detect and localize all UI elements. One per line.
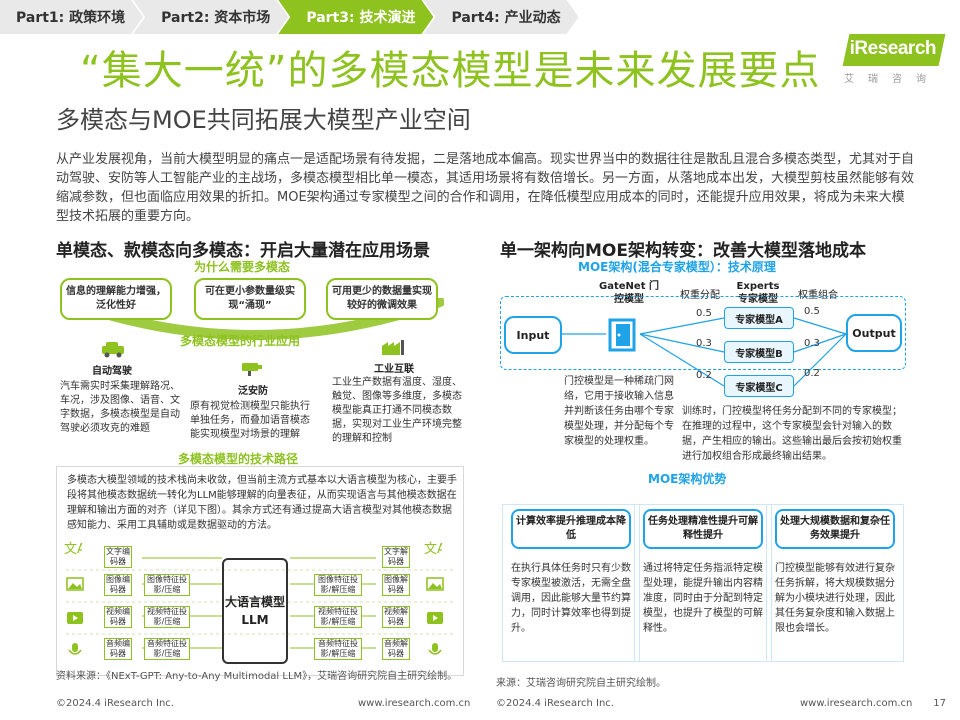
weight-distribution-label: 权重分配 bbox=[680, 290, 720, 301]
text-encoder: 文字编码器 bbox=[104, 546, 132, 568]
footer-url-left[interactable]: www.iresearch.com.cn bbox=[358, 698, 471, 709]
text-modality-icon: 文A bbox=[64, 542, 82, 556]
reason-box-2: 可在更小参数量级实现“涌现” bbox=[194, 278, 306, 320]
nav-part3[interactable]: Part3: 技术演进 bbox=[278, 0, 433, 34]
image-encoder: 图像编码器 bbox=[104, 574, 132, 596]
car-icon bbox=[102, 342, 124, 358]
apps-title: 多模态模型的行业应用 bbox=[180, 334, 301, 348]
image-projector: 图像特征投影/压缩 bbox=[144, 574, 190, 596]
llm-core: 大语言模型 LLM bbox=[222, 558, 288, 664]
weight-combine-label: 权重组合 bbox=[798, 290, 838, 301]
right-source: 来源：艾瑞咨询研究院自主研究绘制。 bbox=[496, 678, 666, 689]
left-source: 资料来源：《NExT-GPT: Any-to-Any Multimodal LL… bbox=[56, 671, 458, 682]
right-section-heading: 单一架构向MOE架构转变：改善大模型落地成本 bbox=[500, 241, 866, 261]
video-deprojector: 视频特征投影/解压缩 bbox=[314, 606, 362, 628]
training-description: 训练时，门控模型将任务分配到不同的专家模型；在推理的过程中，这个专家模型会针对输… bbox=[682, 406, 902, 462]
image-decoder: 图像解码器 bbox=[382, 574, 410, 596]
iresearch-logo: iResearch 艾瑞咨询 bbox=[842, 30, 946, 90]
video-encoder: 视频编码器 bbox=[104, 606, 132, 628]
page-title: “集大一统”的多模态模型是未来发展要点 bbox=[80, 48, 821, 94]
video-projector: 视频特征投影/压缩 bbox=[144, 606, 190, 628]
advantage-head-3: 处理大规模数据和复杂任务效果提升 bbox=[775, 509, 895, 549]
video-modality-icon bbox=[67, 612, 83, 624]
expert-b: 专家模型B bbox=[724, 341, 794, 363]
gatenet-label: GateNet 门控模型 bbox=[599, 281, 659, 305]
app-desc-industrial: 工业生产数据有温度、湿度、触觉、图像等多维度，多模态模型能真正打通不同模态数据，… bbox=[332, 377, 462, 444]
advantage-card-1: 计算效率提升推理成本降低 在执行具体任务时只有少数专家模型被激活，无需全盘调用，… bbox=[502, 504, 640, 662]
app-name-security: 泛安防 bbox=[238, 386, 268, 397]
out-weight-b: 0.3 bbox=[804, 338, 820, 349]
reason-box-3: 可用更少的数据量实现较好的微调效果 bbox=[326, 278, 438, 320]
expert-a: 专家模型A bbox=[724, 307, 794, 329]
footer-copyright-right: ©2024.4 iResearch Inc. bbox=[496, 698, 614, 709]
audio-deprojector: 音频特征投影/解压缩 bbox=[314, 638, 362, 660]
image-modality-icon bbox=[66, 577, 84, 591]
image-deprojector: 图像特征投影/解压缩 bbox=[314, 574, 362, 596]
expert-c: 专家模型C bbox=[724, 375, 794, 397]
advantage-head-2: 任务处理精准性提升可解释性提升 bbox=[643, 509, 763, 549]
camera-icon bbox=[242, 363, 262, 376]
nav-part1[interactable]: Part1: 政策环境 bbox=[0, 0, 143, 34]
video-decoder: 视频解码器 bbox=[382, 606, 410, 628]
factory-icon bbox=[382, 340, 404, 355]
in-weight-a: 0.5 bbox=[696, 308, 712, 319]
in-weight-c: 0.2 bbox=[696, 370, 712, 381]
svg-text:文A: 文A bbox=[424, 542, 442, 556]
advantage-card-3: 处理大规模数据和复杂任务效果提升 门控模型能够有效进行复杂任务拆解，将大规模数据… bbox=[766, 504, 904, 662]
audio-projector: 音频特征投影/压缩 bbox=[144, 638, 190, 660]
advantage-text-3: 门控模型能够有效进行复杂任务拆解，将大规模数据分解为小模块进行处理，因此其任务复… bbox=[775, 563, 895, 634]
why-multimodal-title: 为什么需要多模态 bbox=[194, 260, 291, 274]
audio-output-icon bbox=[428, 643, 442, 655]
svg-text:文A: 文A bbox=[64, 542, 82, 556]
moe-flow-lines bbox=[562, 317, 847, 387]
out-weight-c: 0.2 bbox=[804, 368, 820, 379]
moe-principle-title: MOE架构(混合专家模型）：技术原理 bbox=[578, 260, 776, 274]
page-number: 17 bbox=[933, 698, 946, 709]
intro-paragraph: 从产业发展视角，当前大模型明显的痛点一是适配场景有待发掘，二是落地成本偏高。现实… bbox=[56, 152, 915, 224]
in-weight-b: 0.3 bbox=[696, 338, 712, 349]
advantage-text-2: 通过将特定任务指派特定模型处理，能提升输出内容精准度，同时由于分配到特定模型，也… bbox=[643, 563, 763, 634]
moe-output: Output bbox=[846, 314, 902, 352]
moe-advantages-title: MOE架构优势 bbox=[648, 472, 727, 486]
tech-path-title: 多模态模型的技术路径 bbox=[178, 452, 299, 466]
app-desc-security: 原有视觉检测模型只能执行单独任务，而叠加语音模态能实现模型对场景的理解 bbox=[190, 401, 310, 440]
top-nav: Part1: 政策环境 Part2: 资本市场 Part3: 技术演进 Part… bbox=[0, 0, 620, 34]
image-output-icon bbox=[426, 577, 444, 591]
tech-path-box: 多模态大模型领域的技术栈尚未收敛，但当前主流方式基本以大语言模型为核心，主要手段… bbox=[56, 466, 464, 676]
advantage-card-2: 任务处理精准性提升可解释性提升 通过将特定任务指派特定模型处理，能提升输出内容精… bbox=[634, 504, 772, 662]
app-name-industrial: 工业互联 bbox=[374, 364, 414, 375]
reason-box-1: 信息的理解能力增强，泛化性好 bbox=[60, 278, 172, 320]
nav-part2[interactable]: Part2: 资本市场 bbox=[133, 0, 288, 34]
experts-label: Experts 专家模型 bbox=[736, 281, 780, 305]
left-section-heading: 单模态、款模态向多模态：开启大量潜在应用场景 bbox=[56, 241, 430, 261]
audio-decoder: 音频解码器 bbox=[382, 638, 410, 660]
nav-part4[interactable]: Part4: 产业动态 bbox=[423, 0, 578, 34]
advantage-text-1: 在执行具体任务时只有少数专家模型被激活，无需全盘调用，因此能够大量节约算力，同时… bbox=[511, 563, 631, 634]
gate-description: 门控模型是一种稀疏门网络，它用于接收输入信息并判断该任务由哪个专家模型处理，并分… bbox=[564, 376, 674, 447]
app-desc-autodrive: 汽车需实时采集理解路况、车况，涉及图像、语音、文字数据，多模态模型是自动驾驶必须… bbox=[60, 381, 180, 434]
app-name-autodrive: 自动驾驶 bbox=[92, 366, 132, 377]
audio-modality-icon bbox=[68, 643, 82, 655]
moe-input: Input bbox=[504, 316, 562, 354]
footer-copyright-left: ©2024.4 iResearch Inc. bbox=[56, 698, 174, 709]
logo-text: iResearch bbox=[849, 38, 937, 59]
logo-subtext: 艾瑞咨询 bbox=[844, 74, 940, 85]
footer-url-right[interactable]: www.iresearch.com.cn bbox=[800, 698, 913, 709]
video-output-icon bbox=[427, 612, 443, 624]
page-subtitle: 多模态与MOE共同拓展大模型产业空间 bbox=[56, 106, 471, 134]
text-decoder: 文字解码器 bbox=[382, 546, 410, 568]
door-gate-icon bbox=[608, 318, 636, 352]
moe-diagram-frame bbox=[500, 296, 906, 370]
tech-path-text: 多模态大模型领域的技术栈尚未收敛，但当前主流方式基本以大语言模型为核心，主要手段… bbox=[67, 475, 457, 531]
audio-encoder: 音频编码器 bbox=[104, 638, 132, 660]
out-weight-a: 0.5 bbox=[804, 306, 820, 317]
text-output-icon: 文A bbox=[424, 542, 442, 556]
advantage-head-1: 计算效率提升推理成本降低 bbox=[511, 509, 631, 549]
